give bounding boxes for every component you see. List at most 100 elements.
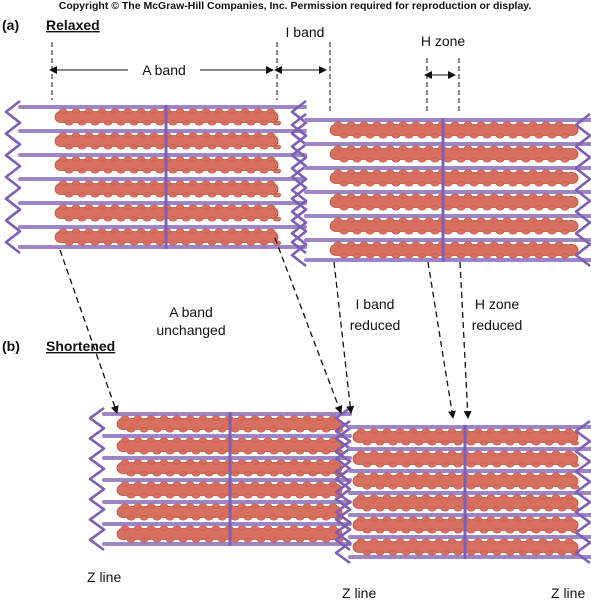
myosin-head [204,427,214,433]
myosin-head [103,216,113,222]
myosin-head [191,471,201,477]
myosin-head [220,120,230,126]
myosin-head [178,515,188,521]
myosin-head [456,133,466,139]
myosin-head [499,450,509,456]
myosin-head [256,449,266,455]
myosin-head [401,484,411,490]
myosin-head [233,120,243,126]
myosin-head [233,144,243,150]
myosin-head [110,156,120,162]
myosin-head [155,240,165,246]
myosin-head [295,493,305,499]
myosin-head [434,472,444,478]
myosin-head [58,204,68,210]
myosin-head [372,145,382,151]
myosin-head [476,121,486,127]
myosin-head [339,205,349,211]
myosin-head [378,181,388,187]
myosin-head [388,440,398,446]
myosin-head [64,144,74,150]
myosin-head [211,437,221,443]
myosin-head [269,427,279,433]
myosin-head [152,449,162,455]
myosin-head [126,493,136,499]
myosin-head [289,459,299,465]
myosin-head [499,516,509,522]
myosin-head [391,253,401,259]
myosin-head [414,506,424,512]
myosin-head [466,440,476,446]
myosin-head [64,216,74,222]
myosin-head [155,144,165,150]
myosin-head [191,449,201,455]
myosin-head [77,144,87,150]
myosin-head [308,471,318,477]
myosin-head [110,204,120,210]
myosin-head [518,462,528,468]
myosin-head [463,145,473,151]
myosin-head [126,515,136,521]
myosin-head [414,484,424,490]
myosin-head [77,192,87,198]
myosin-head [551,516,561,522]
myosin-head [564,472,574,478]
myosin-head [253,156,263,162]
myosin-head [495,205,505,211]
myosin-head [152,493,162,499]
myosin-head [443,157,453,163]
copyright-notice: Copyright © The McGraw-Hill Companies, I… [59,0,532,12]
myosin-head [276,503,286,509]
myosin-head [382,450,392,456]
myosin-head [479,528,489,534]
myosin-head [463,217,473,223]
myosin-head [159,459,169,465]
myosin-head [201,180,211,186]
myosin-head [103,144,113,150]
myosin-head [321,537,331,543]
myosin-head [185,525,195,531]
myosin-head [369,428,379,434]
myosin-head [408,538,418,544]
myosin-head [272,168,282,174]
myosin-head [246,240,256,246]
myosin-head [489,169,499,175]
myosin-head [97,204,107,210]
myosin-head [427,462,437,468]
myosin-head [541,193,551,199]
myosin-head [352,133,362,139]
myosin-head [71,156,81,162]
myosin-head [194,216,204,222]
myosin-head [165,449,175,455]
myosin-head [560,205,570,211]
myosin-head [321,427,331,433]
myosin-head [473,538,483,544]
myosin-head [352,181,362,187]
myosin-head [146,437,156,443]
myosin-head [295,427,305,433]
myosin-head [534,253,544,259]
myosin-head [362,484,372,490]
myosin-head [204,537,214,543]
myosin-head [456,253,466,259]
myosin-head [142,240,152,246]
myosin-head [466,506,476,512]
myosin-head [479,506,489,512]
myosin-head [120,459,130,465]
myosin-head [434,516,444,522]
myosin-head [466,528,476,534]
myosin-head [414,528,424,534]
myosin-head [97,108,107,114]
z-line-label-left: Z line [87,569,121,585]
myosin-head [430,133,440,139]
myosin-head [136,156,146,162]
myosin-head [486,494,496,500]
myosin-head [554,193,564,199]
myosin-head [328,525,338,531]
myosin-head [84,156,94,162]
myosin-head [282,493,292,499]
myosin-head [243,493,253,499]
myosin-head [499,538,509,544]
myosin-head [256,537,266,543]
myosin-head [175,132,185,138]
